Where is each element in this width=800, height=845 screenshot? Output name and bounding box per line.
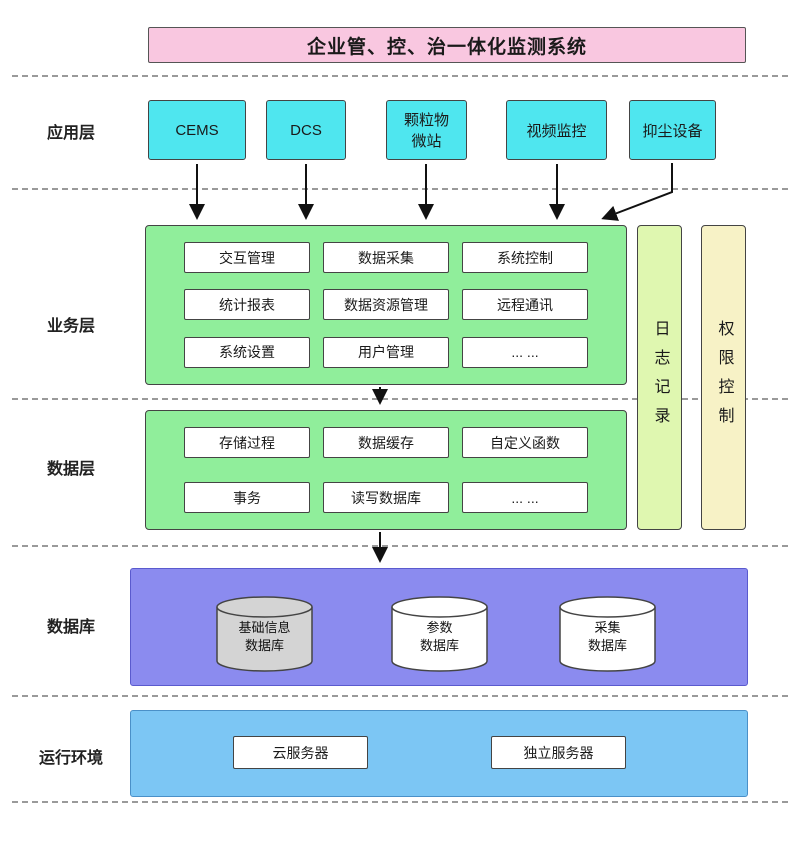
business-item-interaction-mgmt: 交互管理 (184, 242, 310, 273)
label-business-layer: 业务层 (46, 318, 95, 335)
business-layer-container: 交互管理 数据采集 系统控制 统计报表 数据资源管理 远程通讯 系统设置 用户管… (145, 225, 627, 385)
label-data-layer: 数据层 (46, 461, 95, 478)
cylinder-collection-db: 采集 数据库 (559, 595, 656, 673)
app-box-dust-suppression: 抑尘设备 (629, 100, 716, 160)
separator-line (12, 188, 788, 190)
label-runtime-layer: 运行环境 (38, 750, 103, 767)
cylinder-basic-info-db: 基础信息 数据库 (216, 595, 313, 673)
business-item-user-mgmt: 用户管理 (323, 336, 449, 368)
database-container: 基础信息 数据库 参数 数据库 采集 数据库 (130, 568, 748, 686)
data-item-data-cache: 数据缓存 (323, 427, 449, 458)
separator-line (12, 398, 788, 400)
label-application-layer: 应用层 (46, 125, 95, 142)
server-box-cloud: 云服务器 (233, 736, 368, 769)
diagram-title: 企业管、控、治一体化监测系统 (148, 27, 746, 63)
server-box-standalone: 独立服务器 (491, 736, 626, 769)
separator-line (12, 695, 788, 697)
data-layer-container: 存储过程 数据缓存 自定义函数 事务 读写数据库 ... ... (145, 410, 627, 530)
data-item-custom-functions: 自定义函数 (462, 427, 588, 458)
business-item-data-collection: 数据采集 (323, 242, 449, 273)
business-item-system-control: 系统控制 (462, 242, 588, 273)
cylinder-collection-db-label: 采集 数据库 (587, 620, 627, 653)
cylinder-parameter-db-label: 参数 数据库 (419, 620, 459, 653)
runtime-container: 云服务器 独立服务器 (130, 710, 748, 797)
cylinder-icon (559, 596, 656, 672)
side-bar-permission-control-label: 权限控制 (715, 319, 733, 436)
app-box-cems: CEMS (148, 100, 246, 160)
cylinder-icon (391, 596, 488, 672)
data-item-more: ... ... (462, 482, 588, 513)
data-item-transactions: 事务 (184, 482, 310, 513)
business-item-remote-comm: 远程通讯 (462, 289, 588, 321)
separator-line (12, 75, 788, 77)
business-item-system-settings: 系统设置 (184, 336, 310, 368)
side-bar-permission-control: 权限控制 (701, 225, 746, 530)
business-item-data-resource-mgmt: 数据资源管理 (323, 289, 449, 321)
cylinder-basic-info-db-label: 基础信息 数据库 (238, 620, 291, 653)
business-item-more: ... ... (462, 336, 588, 368)
data-item-read-write-db: 读写数据库 (323, 482, 449, 513)
separator-line (12, 545, 788, 547)
cylinder-parameter-db: 参数 数据库 (391, 595, 488, 673)
app-box-video-monitor: 视频监控 (506, 100, 607, 160)
app-box-particulate-station: 颗粒物 微站 (386, 100, 467, 160)
app-box-dcs: DCS (266, 100, 346, 160)
cylinder-icon (216, 596, 313, 672)
label-database-layer: 数据库 (46, 619, 95, 636)
data-item-stored-procedures: 存储过程 (184, 427, 310, 458)
separator-line (12, 801, 788, 803)
business-item-statistical-reports: 统计报表 (184, 289, 310, 321)
side-bar-log-record: 日志记录 (637, 225, 682, 530)
arrow-dust-to-business (601, 163, 673, 221)
side-bar-log-record-label: 日志记录 (651, 319, 669, 436)
